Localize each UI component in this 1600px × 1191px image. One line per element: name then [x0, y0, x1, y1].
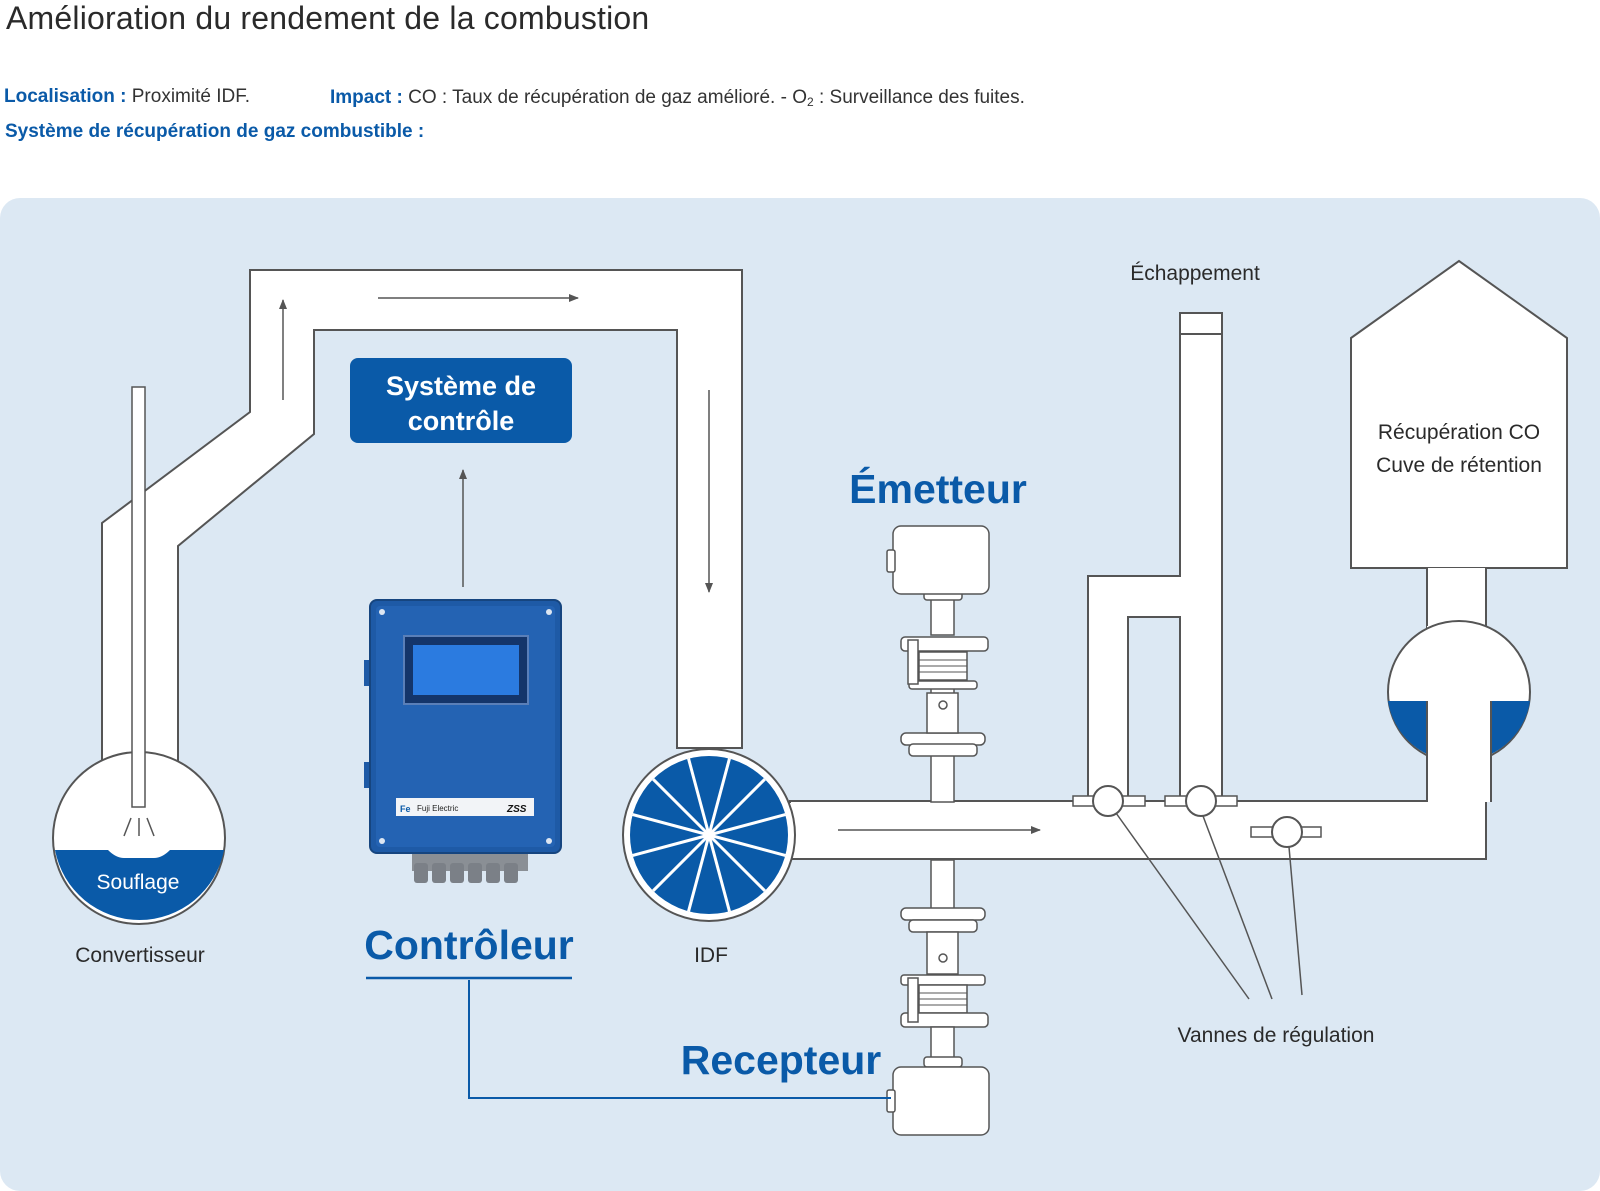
control-valve-1	[1072, 785, 1146, 817]
fan-blade	[708, 833, 786, 857]
brand-label: Fuji Electric	[417, 804, 458, 813]
converter-vessel	[52, 386, 226, 925]
location-line: Localisation : Proximité IDF.	[4, 86, 250, 108]
fan-blade	[687, 758, 711, 836]
fan-blade	[707, 833, 766, 892]
control-system-line2: contrôle	[408, 406, 515, 436]
control-system-line1: Système de	[386, 371, 536, 401]
tank-label-line2: Cuve de rétention	[1376, 454, 1542, 477]
fan-blade	[687, 834, 711, 912]
seal-pot	[1387, 620, 1531, 802]
idf-fan	[622, 748, 796, 922]
idf-label: IDF	[694, 944, 728, 967]
location-label: Localisation :	[4, 86, 127, 107]
exhaust-label: Échappement	[1130, 262, 1260, 285]
emitter-device	[886, 525, 990, 803]
fan-blade	[652, 833, 711, 892]
tank-label-line1: Récupération CO	[1378, 421, 1540, 444]
valves-label: Vannes de régulation	[1178, 1024, 1375, 1047]
page-title: Amélioration du rendement de la combusti…	[6, 0, 650, 36]
receiver-label: Recepteur	[681, 1037, 882, 1083]
location-value: Proximité IDF.	[131, 86, 250, 107]
impact-o2-subscript: 2	[807, 95, 814, 109]
fan-blade	[708, 813, 786, 837]
fan-blade	[652, 778, 711, 837]
impact-value-end: : Surveillance des fuites.	[813, 87, 1025, 108]
converter-label: Convertisseur	[75, 944, 205, 967]
valve-leader-lines	[1115, 812, 1303, 1000]
fan-blade	[707, 758, 731, 836]
controller-label: Contrôleur	[364, 922, 574, 968]
control-system-box: Système de contrôle	[350, 358, 572, 443]
blowing-label: Souflage	[97, 871, 180, 894]
controller-unit: Fe Fuji Electric ZSS	[364, 599, 562, 883]
impact-line: Impact : CO : Taux de récupération de ga…	[330, 87, 1025, 109]
control-valve-3	[1250, 816, 1322, 848]
impact-label: Impact :	[330, 87, 403, 108]
fuji-logo-icon: Fe	[400, 804, 411, 814]
receiver-device	[886, 859, 990, 1136]
emitter-label: Émetteur	[849, 466, 1027, 512]
lance-pipe	[131, 386, 146, 808]
impact-value: CO : Taux de récupération de gaz amélior…	[408, 87, 807, 108]
recovery-tank	[1350, 259, 1568, 628]
cable-gland-icon	[414, 863, 428, 883]
fan-blade	[707, 778, 766, 837]
fan-blade	[632, 813, 710, 837]
system-line: Système de récupération de gaz combustib…	[5, 121, 424, 143]
exhaust-stack	[1087, 312, 1223, 802]
signal-line	[468, 980, 891, 1099]
fan-blade	[632, 833, 710, 857]
fan-blade	[707, 834, 731, 912]
model-label: ZSS	[506, 804, 527, 815]
system-label: Système de récupération de gaz combustib…	[5, 121, 425, 142]
control-valve-2	[1164, 785, 1238, 817]
